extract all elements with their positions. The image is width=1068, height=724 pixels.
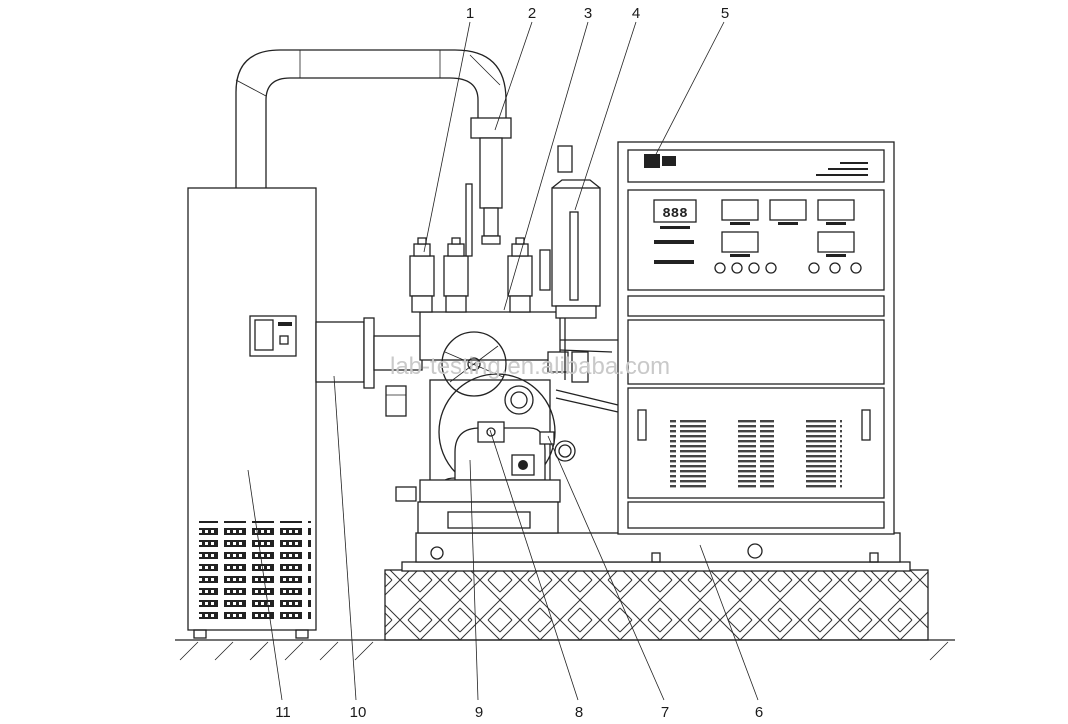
callout-2: 2: [528, 5, 536, 22]
callout-6: 6: [755, 704, 763, 721]
digital-readout: 888: [662, 206, 687, 222]
callout-9: 9: [475, 704, 483, 721]
callout-11: 11: [275, 704, 291, 721]
callout-5: 5: [721, 5, 729, 22]
callout-4: 4: [632, 5, 640, 22]
chiller-unit: [187, 187, 317, 639]
ground: [175, 639, 955, 661]
callout-8: 8: [575, 704, 583, 721]
callout-3: 3: [584, 5, 592, 22]
control-cabinet: 888: [617, 141, 895, 535]
callout-10: 10: [350, 704, 367, 721]
watermark-text: lab-testing.en.alibaba.com: [390, 353, 670, 380]
reactor-assembly: [395, 311, 620, 534]
connecting-pipe: [315, 317, 423, 417]
callout-1: 1: [466, 5, 474, 22]
exhaust-duct: [235, 49, 512, 245]
base-frame: [415, 532, 901, 563]
concrete-foundation: [384, 561, 929, 641]
leader-lines: [247, 21, 759, 701]
callout-7: 7: [661, 704, 669, 721]
